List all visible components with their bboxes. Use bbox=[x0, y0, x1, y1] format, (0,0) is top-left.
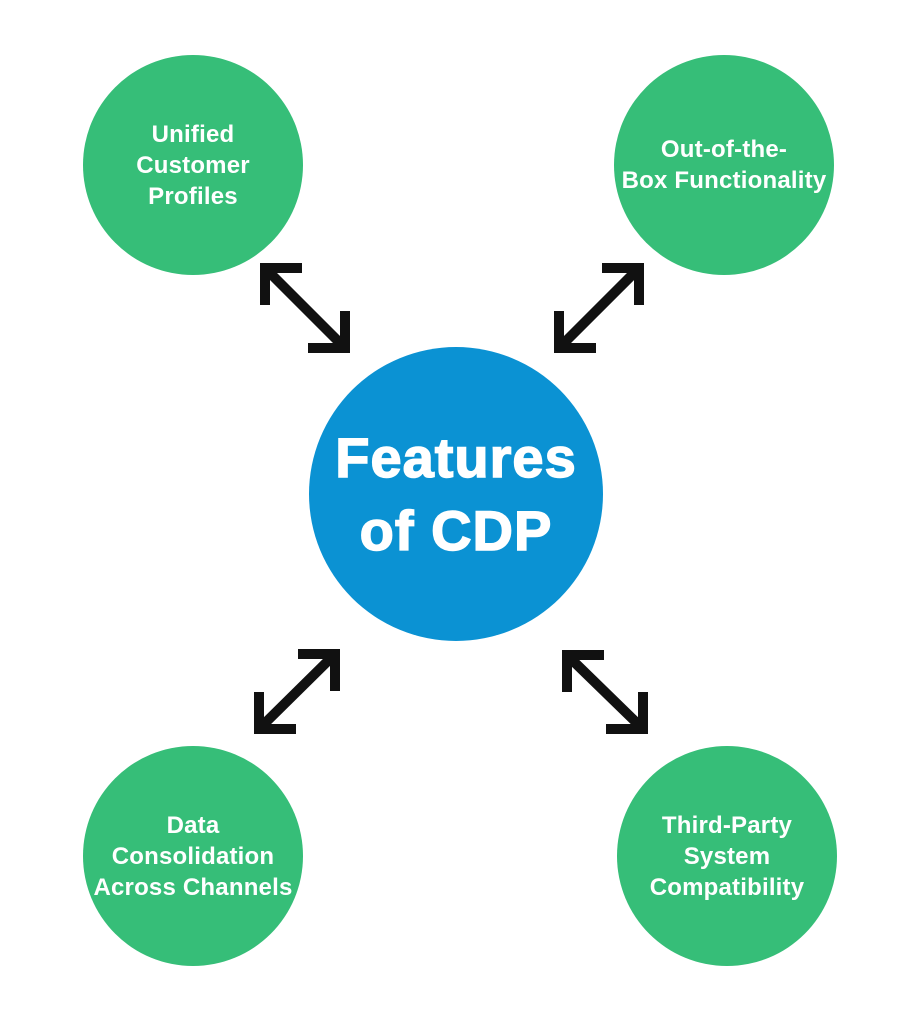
arrow-bottom-left-icon bbox=[254, 649, 340, 734]
node-out-of-the-box-functionality: Out-of-the- Box Functionality bbox=[614, 55, 834, 275]
node-unified-customer-profiles: Unified Customer Profiles bbox=[83, 55, 303, 275]
node-unified-customer-profiles-label: Unified Customer Profiles bbox=[136, 120, 250, 210]
node-data-consolidation-across-channels: Data Consolidation Across Channels bbox=[83, 746, 303, 966]
node-third-party-system-compatibility-label: Third-Party System Compatibility bbox=[649, 811, 805, 901]
arrow-top-left-icon bbox=[260, 263, 350, 353]
node-features-of-cdp: Features of CDP bbox=[309, 347, 603, 641]
node-out-of-the-box-functionality-label: Out-of-the- Box Functionality bbox=[621, 136, 827, 194]
node-third-party-system-compatibility: Third-Party System Compatibility bbox=[617, 746, 837, 966]
arrow-bottom-right-icon bbox=[562, 650, 648, 734]
node-data-consolidation-across-channels-label: Data Consolidation Across Channels bbox=[93, 811, 293, 901]
arrow-top-right-icon bbox=[554, 263, 644, 353]
diagram-center-title: Features of CDP bbox=[335, 425, 577, 563]
